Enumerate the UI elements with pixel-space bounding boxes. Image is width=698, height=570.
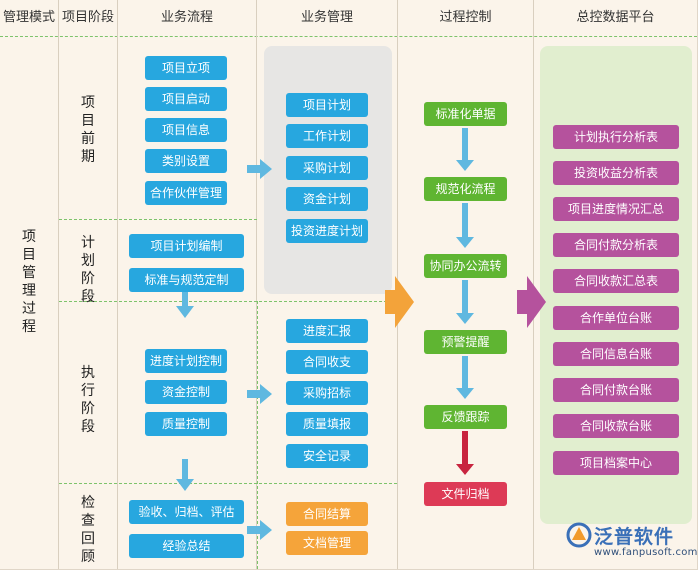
stage-exec: 执行阶段 xyxy=(81,365,95,435)
mgmt-box: 投资进度计划 xyxy=(286,219,368,243)
brand-logo: 泛普软件 www.fanpusoft.com xyxy=(566,520,698,566)
flow-box: 项目计划编制 xyxy=(129,234,244,258)
arrow-down-icon xyxy=(176,292,194,318)
col-sep-2 xyxy=(117,0,118,569)
platform-box: 合同收款台账 xyxy=(553,414,679,438)
header-mgmt: 业务管理 xyxy=(257,0,397,36)
arrow-down-icon xyxy=(176,459,194,491)
mgmt-box: 采购招标 xyxy=(286,381,368,405)
header-ctrl: 过程控制 xyxy=(398,0,533,36)
col-sep-5 xyxy=(533,0,534,569)
logo-url: www.fanpusoft.com xyxy=(594,547,698,558)
mgmt-box: 进度汇报 xyxy=(286,319,368,343)
stage-review: 检查回顾 xyxy=(81,495,95,565)
mgmt-box: 采购计划 xyxy=(286,156,368,180)
platform-box: 合同付款台账 xyxy=(553,378,679,402)
platform-box: 合同付款分析表 xyxy=(553,233,679,257)
stage-plan: 计划阶段 xyxy=(81,235,95,305)
mgmt-box-review: 文档管理 xyxy=(286,531,368,555)
col-sep-3 xyxy=(256,0,257,569)
stage-divider-2 xyxy=(59,301,397,302)
header-platform: 总控数据平台 xyxy=(534,0,697,36)
mgmt-box: 项目计划 xyxy=(286,93,368,117)
flow-box: 验收、归档、评估 xyxy=(129,500,244,524)
stage-pre: 项目前期 xyxy=(81,95,95,165)
platform-box: 合作单位台账 xyxy=(553,306,679,330)
platform-box: 计划执行分析表 xyxy=(553,125,679,149)
flow-box: 质量控制 xyxy=(145,412,227,436)
arrow-down-icon xyxy=(456,280,474,324)
ctrl-box: 标准化单据 xyxy=(424,102,507,126)
mgmt-box: 工作计划 xyxy=(286,124,368,148)
header-divider xyxy=(0,36,697,37)
flow-box: 项目启动 xyxy=(145,87,227,111)
ctrl-final-box: 文件归档 xyxy=(424,482,507,506)
flow-box: 资金控制 xyxy=(145,380,227,404)
mgmt-box: 资金计划 xyxy=(286,187,368,211)
col-sep-1 xyxy=(58,0,59,569)
logo-name: 泛普软件 xyxy=(594,526,675,548)
header-mode: 管理模式 xyxy=(0,0,58,36)
platform-box: 合同收款汇总表 xyxy=(553,269,679,293)
arrow-right-icon xyxy=(247,520,272,540)
arrow-right-icon xyxy=(247,384,272,404)
header-flow: 业务流程 xyxy=(118,0,256,36)
arrow-down-icon xyxy=(456,128,474,171)
stage-divider-3 xyxy=(59,483,397,484)
flow-box: 合作伙伴管理 xyxy=(145,181,227,205)
ctrl-box: 规范化流程 xyxy=(424,177,507,201)
platform-box: 项目档案中心 xyxy=(553,451,679,475)
ctrl-box: 预警提醒 xyxy=(424,330,507,354)
arrow-down-icon xyxy=(456,203,474,248)
logo-icon xyxy=(566,522,592,548)
mgmt-box: 安全记录 xyxy=(286,444,368,468)
mgmt-left-dash xyxy=(257,301,258,569)
mode-label: 项目管理过程 xyxy=(22,229,36,335)
platform-box: 投资收益分析表 xyxy=(553,161,679,185)
platform-box: 项目进度情况汇总 xyxy=(553,197,679,221)
header-stage: 项目阶段 xyxy=(59,0,117,36)
ctrl-box: 反馈跟踪 xyxy=(424,405,507,429)
platform-box: 合同信息台账 xyxy=(553,342,679,366)
mgmt-box: 质量填报 xyxy=(286,412,368,436)
mgmt-box: 合同收支 xyxy=(286,350,368,374)
mgmt-box-review: 合同结算 xyxy=(286,502,368,526)
arrow-down-icon xyxy=(456,431,474,475)
stage-divider-1 xyxy=(59,219,257,220)
flow-box: 进度计划控制 xyxy=(145,349,227,373)
arrow-right-icon xyxy=(517,276,546,328)
flow-box: 经验总结 xyxy=(129,534,244,558)
flow-box: 项目立项 xyxy=(145,56,227,80)
ctrl-box: 协同办公流转 xyxy=(424,254,507,278)
arrow-down-icon xyxy=(456,356,474,399)
flow-box: 类别设置 xyxy=(145,149,227,173)
flow-box: 标准与规范定制 xyxy=(129,268,244,292)
flow-box: 项目信息 xyxy=(145,118,227,142)
arrow-right-icon xyxy=(385,276,414,328)
arrow-right-icon xyxy=(247,159,272,179)
